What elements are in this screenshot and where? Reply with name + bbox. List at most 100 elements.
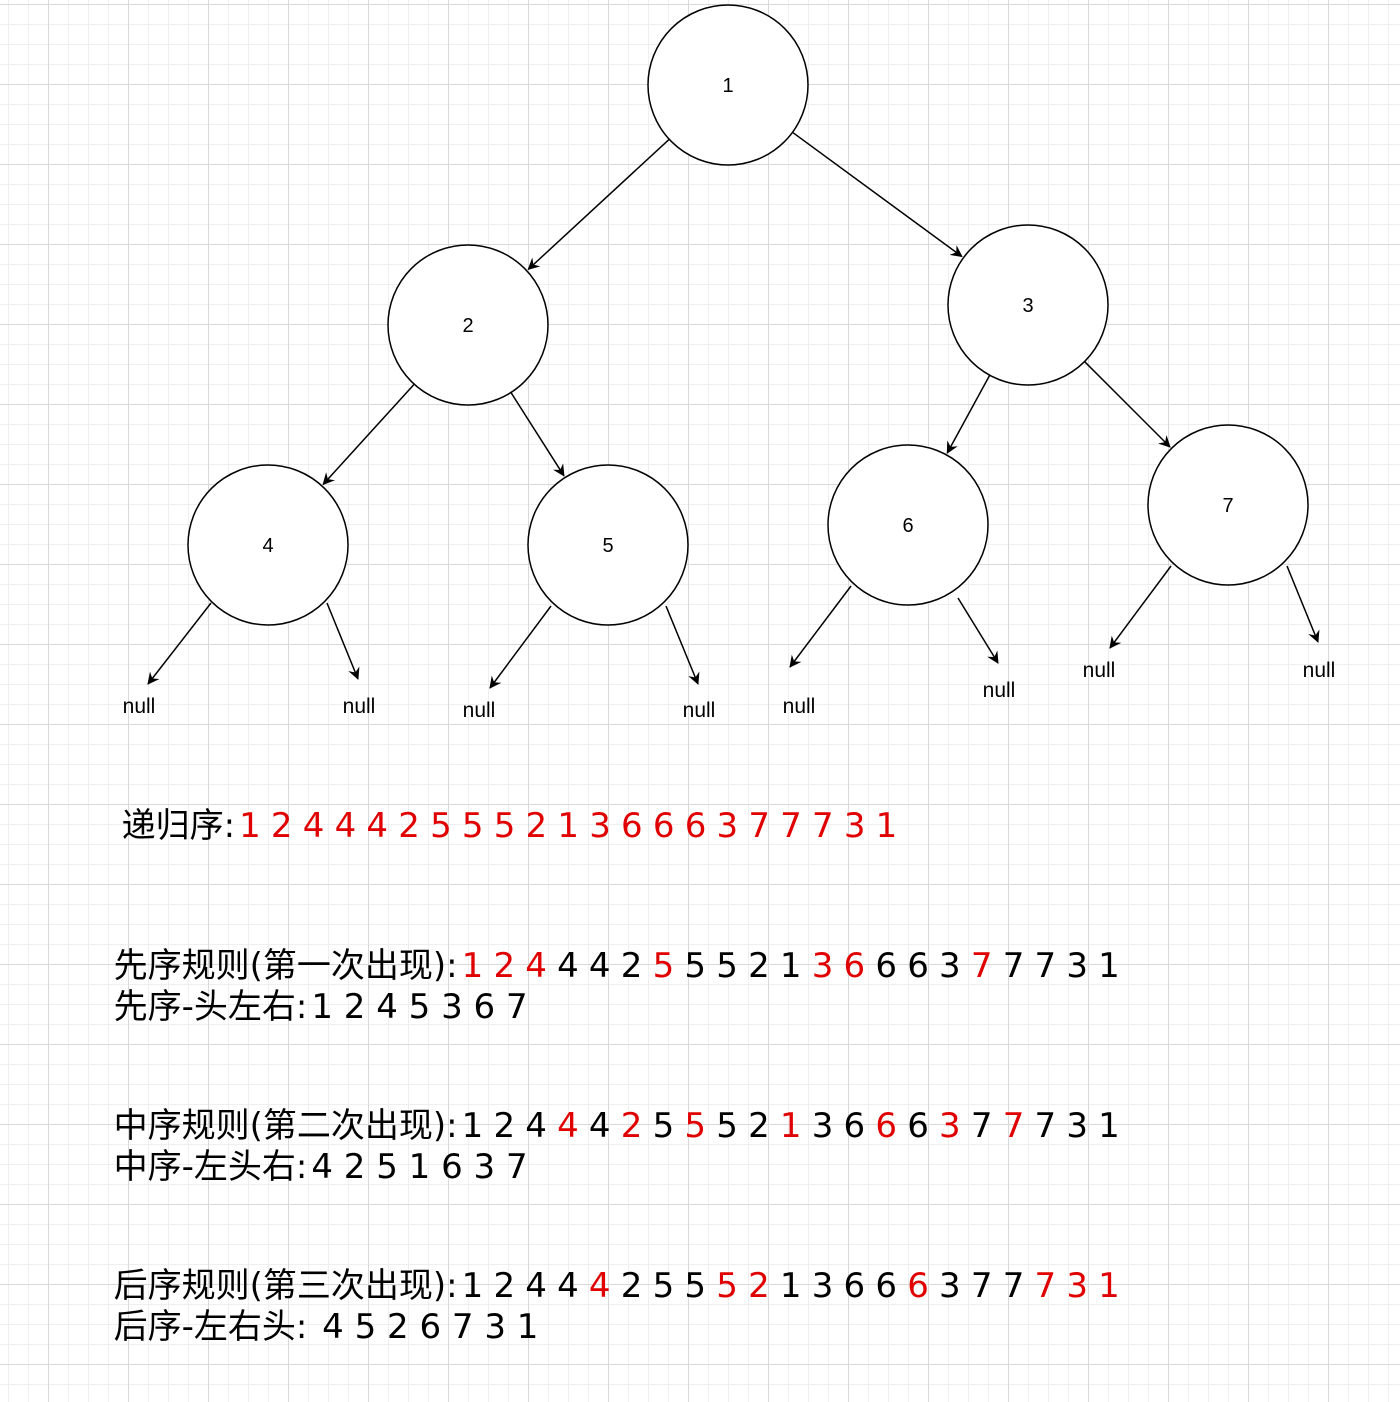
null-label: null bbox=[1303, 659, 1336, 682]
sequence-token: 7 bbox=[970, 1266, 993, 1306]
sequence-token: 2 bbox=[748, 1266, 770, 1306]
sequence-token: 5 bbox=[684, 1106, 707, 1146]
null-label: null bbox=[343, 695, 376, 718]
sequence-token: 5 bbox=[461, 806, 484, 846]
postorder-result-line: 后序-左右头: 4 5 2 6 7 3 1 bbox=[92, 1267, 539, 1347]
null-edge-7 bbox=[1109, 565, 1172, 649]
null-label: null bbox=[683, 699, 716, 722]
sequence-token: 5 bbox=[652, 1266, 675, 1306]
preorder-result-label: 先序-头左右: bbox=[113, 987, 308, 1027]
sequence-token: 3 bbox=[1066, 1266, 1088, 1306]
edge-3-6 bbox=[946, 374, 991, 454]
sequence-token: 3 bbox=[811, 1106, 834, 1146]
preorder-rule-label: 先序规则(第一次出现): bbox=[113, 946, 458, 986]
sequence-token: 2 bbox=[620, 1106, 643, 1146]
sequence-token: 6 bbox=[843, 1266, 866, 1306]
edge-1-3 bbox=[792, 131, 963, 258]
sequence-token: 6 bbox=[684, 806, 707, 846]
sequence-token: 5 bbox=[430, 806, 452, 846]
node-label: 5 bbox=[602, 535, 613, 557]
node-label: 2 bbox=[462, 315, 473, 337]
sequence-token: 7 bbox=[970, 1106, 993, 1146]
null-label: null bbox=[123, 695, 156, 718]
edge-3-7 bbox=[1084, 361, 1171, 448]
sequence-token: 2 bbox=[398, 806, 420, 846]
null-edge-6 bbox=[957, 597, 999, 664]
null-edge-4 bbox=[326, 602, 360, 680]
sequence-token: 3 bbox=[939, 946, 961, 986]
sequence-token: 3 bbox=[939, 1106, 961, 1146]
sequence-token: 4 bbox=[588, 946, 611, 986]
sequence-token: 3 bbox=[1066, 946, 1088, 986]
sequence-token: 7 bbox=[1002, 1106, 1025, 1146]
inorder-result-label: 中序-左头右: bbox=[113, 1147, 308, 1187]
sequence-token: 6 bbox=[907, 1266, 929, 1306]
sequence-token: 7 bbox=[970, 946, 993, 986]
sequence-token: 5 bbox=[493, 806, 516, 846]
sequence-token: 5 bbox=[716, 1106, 738, 1146]
node-label: 7 bbox=[1222, 495, 1233, 517]
null-edge-5 bbox=[665, 605, 700, 685]
node-label: 1 bbox=[722, 75, 733, 97]
sequence-token: 7 bbox=[780, 806, 802, 846]
sequence-token: 7 bbox=[1034, 1266, 1057, 1306]
node-label: 6 bbox=[902, 515, 913, 537]
sequence-token: 1 bbox=[779, 946, 802, 986]
sequence-token: 2 bbox=[748, 1106, 770, 1146]
sequence-token: 7 bbox=[1002, 1266, 1025, 1306]
sequence-token: 5 bbox=[652, 946, 675, 986]
sequence-token: 6 bbox=[875, 1266, 898, 1306]
sequence-token: 4 bbox=[557, 946, 579, 986]
node-label: 3 bbox=[1022, 295, 1033, 317]
sequence-token: 4 bbox=[557, 1266, 579, 1306]
sequence-token: 4 bbox=[302, 806, 325, 846]
sequence-token: 7 bbox=[1034, 1106, 1057, 1146]
recursive-order-label: 递归序: bbox=[121, 806, 236, 846]
tree-node-7: 7 bbox=[1147, 424, 1309, 586]
sequence-token: 6 bbox=[843, 1106, 866, 1146]
sequence-token: 7 bbox=[1034, 946, 1057, 986]
sequence-token: 7 bbox=[812, 806, 834, 846]
sequence-token: 2 bbox=[493, 1106, 516, 1146]
edges-layer bbox=[322, 131, 1171, 486]
sequence-token: 3 bbox=[939, 1266, 961, 1306]
sequence-token: 6 bbox=[621, 806, 643, 846]
sequence-token: 2 bbox=[270, 806, 293, 846]
node-circle bbox=[387, 244, 549, 406]
sequence-token: 2 bbox=[748, 946, 770, 986]
sequence-token: 5 bbox=[652, 1106, 675, 1146]
tree-node-2: 2 bbox=[387, 244, 549, 406]
sequence-token: 1 bbox=[1098, 946, 1120, 986]
preorder-result-line: 先序-头左右:1 2 4 5 3 6 7 bbox=[92, 947, 528, 1027]
sequence-token: 7 bbox=[1002, 946, 1025, 986]
sequence-token: 2 bbox=[620, 946, 643, 986]
sequence-token: 7 bbox=[748, 806, 770, 846]
sequence-token: 4 bbox=[366, 806, 389, 846]
inorder-result-value: 4 2 5 1 6 3 7 bbox=[311, 1147, 528, 1187]
node-circle bbox=[187, 464, 349, 626]
null-label: null bbox=[783, 695, 816, 718]
tree-node-6: 6 bbox=[827, 444, 989, 606]
sequence-token: 1 bbox=[1098, 1266, 1120, 1306]
sequence-token: 1 bbox=[779, 1266, 802, 1306]
tree-node-5: 5 bbox=[527, 464, 689, 626]
sequence-token: 3 bbox=[589, 806, 611, 846]
sequence-token: 3 bbox=[811, 1266, 834, 1306]
postorder-result-value: 4 5 2 6 7 3 1 bbox=[322, 1307, 539, 1347]
null-edge-7 bbox=[1286, 565, 1320, 643]
sequence-token: 1 bbox=[1098, 1106, 1120, 1146]
sequence-token: 2 bbox=[493, 1266, 516, 1306]
node-circle bbox=[1147, 424, 1309, 586]
null-edge-4 bbox=[147, 602, 212, 685]
tree-node-1: 1 bbox=[647, 4, 809, 166]
sequence-token: 3 bbox=[843, 806, 866, 846]
